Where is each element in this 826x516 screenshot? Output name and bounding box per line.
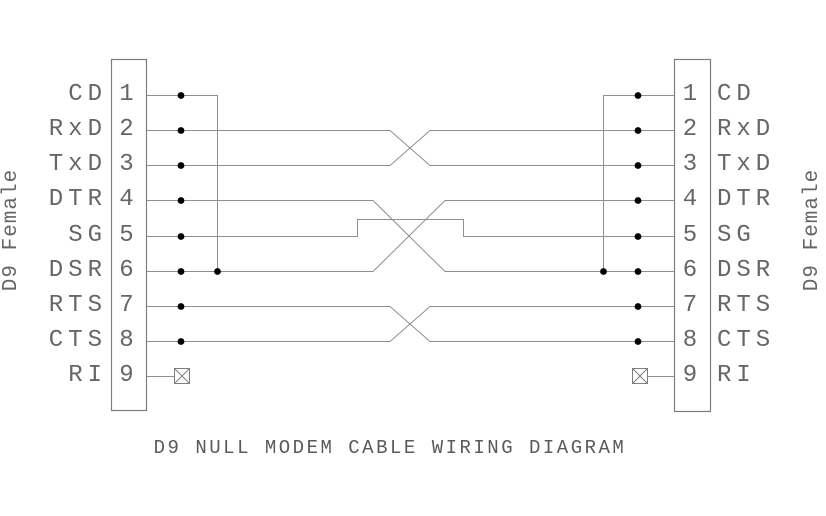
wire-dsr-left-to-dtr-right <box>147 200 674 272</box>
diagram-title: D9 NULL MODEM CABLE WIRING DIAGRAM <box>153 437 627 459</box>
wire-cd-dsr-jumper-right <box>603 95 674 272</box>
no-connect-x <box>174 368 190 384</box>
wire-sg-straight <box>147 219 674 237</box>
dot <box>634 162 642 169</box>
pin-signal-label: RxD <box>717 116 776 143</box>
left-connector-shell <box>110 58 148 412</box>
dot <box>634 127 642 134</box>
no-connect-box <box>174 368 190 384</box>
wire-cts-left-to-rts-right <box>147 306 674 342</box>
pin-number: 3 <box>119 151 139 178</box>
pin-signal-label: DTR <box>48 186 107 213</box>
no-connect-box <box>632 368 648 384</box>
pin-dots-right <box>600 92 642 345</box>
wire-cd-dsr-jumper-left <box>147 95 218 272</box>
dot <box>634 233 642 240</box>
pin-signal-label: DTR <box>717 186 776 213</box>
pin-number: 9 <box>119 362 139 389</box>
dot <box>177 162 185 169</box>
pin-signal-label: RTS <box>48 292 107 319</box>
dot <box>177 127 185 134</box>
pin-signal-label: RxD <box>48 116 107 143</box>
connector-side-label: D9 Female <box>0 168 23 292</box>
junction-dot <box>214 268 221 275</box>
pin-signal-label: SG <box>68 222 107 249</box>
dot <box>177 303 185 310</box>
pin-number: 4 <box>682 186 703 213</box>
pin-number: 4 <box>119 186 139 213</box>
pin-signal-label: DSR <box>717 257 776 284</box>
junction-dot <box>600 268 607 275</box>
pin-signal-label: RTS <box>717 292 776 319</box>
pin-number: 1 <box>119 81 139 108</box>
pin-signal-label: CTS <box>48 327 107 354</box>
connector-side-label: D9 Female <box>801 168 824 292</box>
pin-number: 6 <box>682 257 703 284</box>
pin-signal-label: CD <box>68 81 107 108</box>
wires <box>147 95 674 377</box>
pin-number: 1 <box>682 81 703 108</box>
pin-number: 3 <box>682 151 703 178</box>
pin-signal-label: CD <box>717 81 756 108</box>
dot <box>634 338 642 345</box>
pin-signal-label: DSR <box>48 257 107 284</box>
pin-number: 6 <box>119 257 139 284</box>
pin-number: 9 <box>682 362 703 389</box>
pin-number: 8 <box>682 327 703 354</box>
no-connect-icon <box>632 368 648 384</box>
dot <box>634 197 642 204</box>
no-connect-icon <box>174 368 190 384</box>
dot <box>177 233 185 240</box>
pin-number: 5 <box>682 222 703 249</box>
pin-dots-left <box>177 92 221 345</box>
dot <box>177 92 185 99</box>
right-connector-shell <box>673 58 712 413</box>
pin-number: 7 <box>682 292 703 319</box>
pin-signal-label: RI <box>68 362 107 389</box>
dot <box>634 92 642 99</box>
pin-signal-label: SG <box>717 222 756 249</box>
dot <box>634 303 642 310</box>
pin-number: 7 <box>119 292 139 319</box>
pin-signal-label: CTS <box>717 327 776 354</box>
pin-signal-label: RI <box>717 362 756 389</box>
no-connect-x <box>632 368 648 384</box>
pin-number: 5 <box>119 222 139 249</box>
wire-txd-left-to-rxd-right <box>147 130 674 166</box>
dot <box>634 268 642 275</box>
dot <box>177 268 185 275</box>
pin-signal-label: TxD <box>48 151 107 178</box>
pin-number: 8 <box>119 327 139 354</box>
pin-number: 2 <box>119 116 139 143</box>
dot <box>177 197 185 204</box>
pin-signal-label: TxD <box>717 151 776 178</box>
dot <box>177 338 185 345</box>
pin-number: 2 <box>682 116 703 143</box>
